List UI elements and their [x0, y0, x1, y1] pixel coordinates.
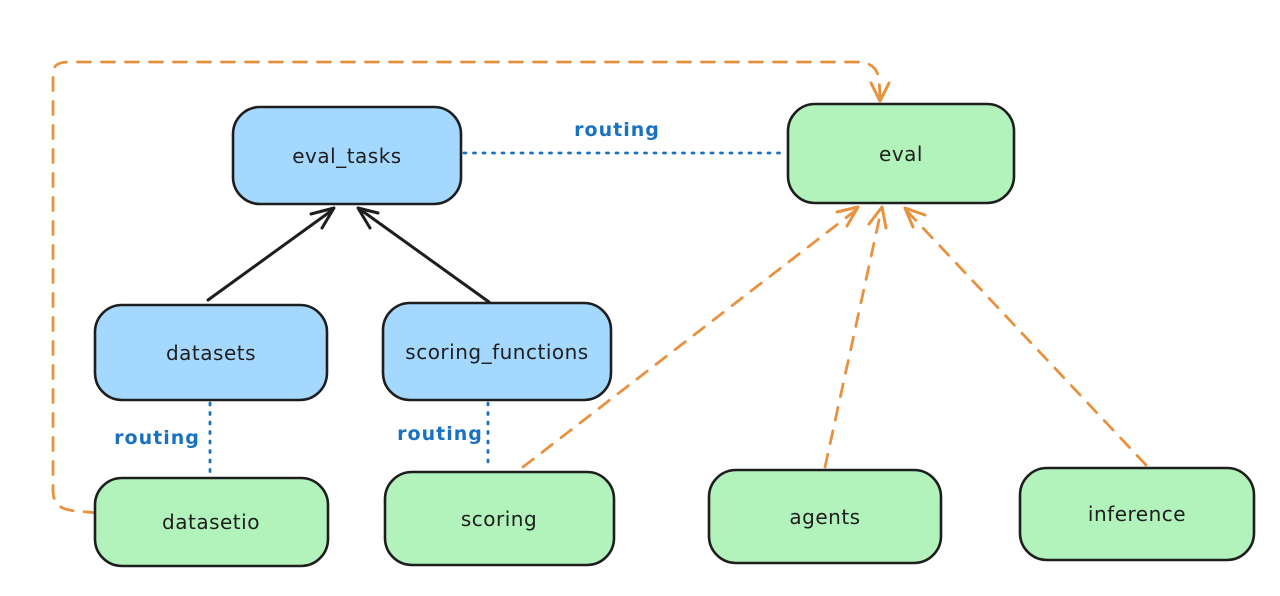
node-eval-tasks: eval_tasks	[231, 105, 463, 206]
edge-datasets-to-eval-tasks-arrowhead	[309, 206, 336, 230]
edge-datasetio-to-eval-arrowhead	[869, 81, 891, 103]
node-eval-tasks-box	[231, 105, 463, 206]
edge-inference-to-eval-arrowhead	[903, 206, 927, 229]
edge-agents-to-eval	[823, 209, 883, 469]
node-inference-box	[1018, 466, 1256, 562]
node-scoring-box	[383, 470, 616, 567]
node-datasetio-box	[93, 476, 330, 568]
node-scoring-functions-box	[381, 301, 613, 402]
edge-datasetio-to-eval	[51, 60, 882, 515]
node-eval-tasks-label: eval_tasks	[292, 144, 401, 168]
node-datasetio-label: datasetio	[162, 510, 260, 534]
edge-datasets-to-eval-tasks	[206, 209, 333, 302]
node-datasetio: datasetio	[93, 476, 330, 568]
node-agents: agents	[707, 468, 943, 565]
node-datasets: datasets	[93, 303, 329, 402]
node-agents-label: agents	[789, 505, 860, 529]
node-eval-box	[786, 102, 1016, 205]
node-scoring-functions: scoring_functions	[381, 301, 613, 402]
node-scoring-label: scoring	[461, 507, 537, 531]
node-eval-label: eval	[879, 142, 923, 166]
edge-scoring-to-eval-arrowhead	[835, 205, 860, 228]
edge-agents-to-eval-arrowhead	[867, 205, 888, 230]
node-agents-box	[707, 468, 943, 565]
node-datasets-box	[93, 303, 329, 402]
routing-label-scoring-functions-scoring: routing	[397, 423, 483, 445]
routing-label-eval-tasks-eval: routing	[574, 119, 660, 141]
node-datasets-label: datasets	[166, 341, 256, 365]
node-scoring: scoring	[383, 470, 616, 567]
node-scoring-functions-label: scoring_functions	[405, 340, 588, 364]
edge-inference-to-eval	[905, 209, 1148, 467]
node-inference: inference	[1018, 466, 1256, 562]
edge-scoring-functions-to-eval-tasks-arrowhead	[356, 206, 380, 230]
node-inference-label: inference	[1088, 502, 1186, 526]
edge-scoring-functions-to-eval-tasks	[359, 208, 491, 304]
routing-label-datasets-datasetio: routing	[114, 427, 200, 449]
node-eval: eval	[786, 102, 1016, 205]
